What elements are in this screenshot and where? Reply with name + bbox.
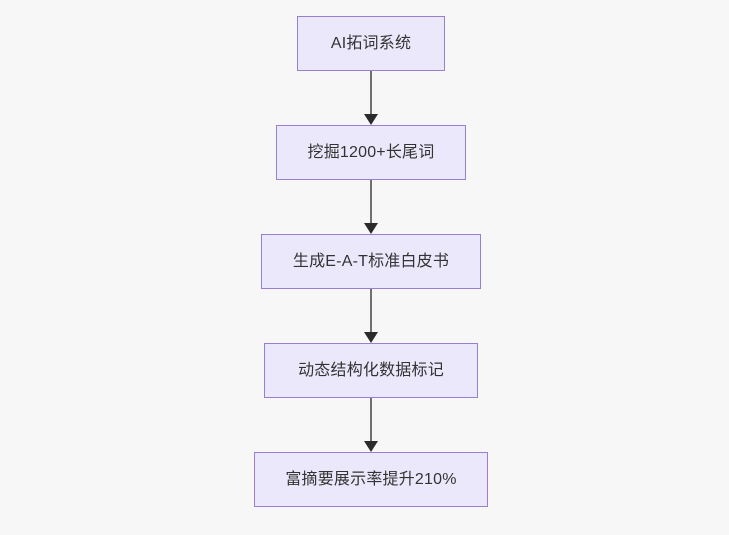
flow-node-n3[interactable]: 生成E-A-T标准白皮书 [261,234,481,289]
flow-node-n5[interactable]: 富摘要展示率提升210% [254,452,488,507]
flow-arrow-1 [364,71,378,125]
flow-arrow-4 [364,398,378,452]
flow-node-n4[interactable]: 动态结构化数据标记 [264,343,478,398]
flow-arrow-3 [364,289,378,343]
flow-node-label: 生成E-A-T标准白皮书 [292,252,450,270]
flow-node-label: 动态结构化数据标记 [298,361,444,379]
flow-arrow-2 [364,180,378,234]
flow-node-label: 挖掘1200+长尾词 [307,143,435,161]
flow-node-n1[interactable]: AI拓词系统 [297,16,445,71]
flow-node-label: 富摘要展示率提升210% [285,470,457,488]
flow-node-label: AI拓词系统 [330,34,412,52]
flow-node-n2[interactable]: 挖掘1200+长尾词 [276,125,466,180]
